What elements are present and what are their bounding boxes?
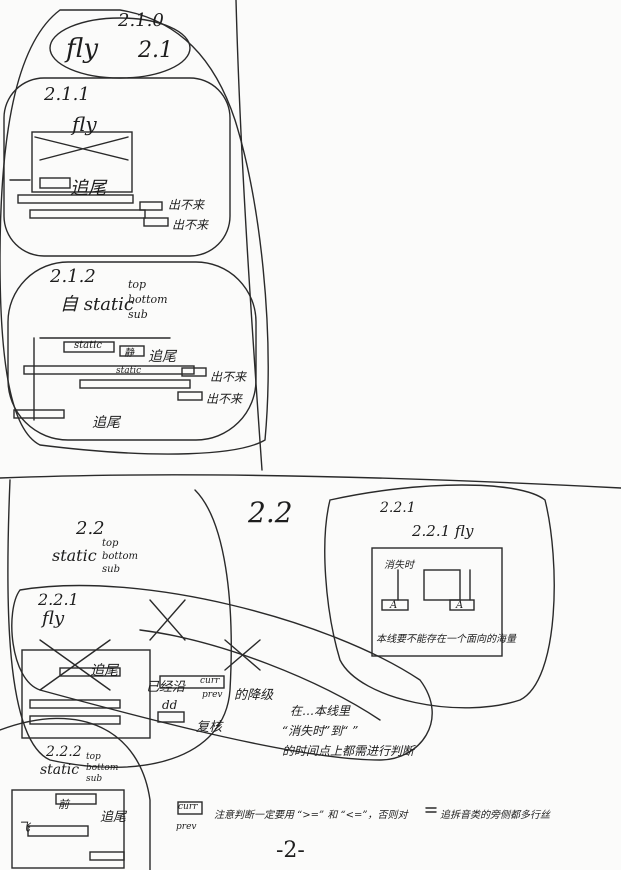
note-n3: 的时间点上都需进行判断: [282, 744, 415, 758]
sketch-22: [21, 649, 151, 739]
prev-221: prev: [202, 690, 223, 700]
box2-212: 静: [124, 348, 134, 359]
divider-line: [0, 474, 621, 489]
outer-loop: [0, 9, 269, 455]
dd-221: dd: [162, 698, 178, 712]
box1-212: static: [74, 340, 102, 351]
opt-212-2: sub: [128, 308, 148, 321]
opt-222-0: top: [86, 752, 101, 762]
note1b-221: 的降级: [234, 688, 274, 703]
l1-221: 消失时: [384, 560, 414, 571]
title-222: 2.2.2: [46, 744, 82, 760]
note-221: 本线要不能存在一个面向的海量: [376, 634, 516, 645]
sub-221: 2.2.1: [38, 590, 79, 609]
chase-211: 追尾: [70, 178, 106, 199]
l1-222: 前: [58, 798, 69, 811]
box-221: [371, 547, 503, 657]
opt-212-0: top: [128, 278, 147, 291]
loop-22: [7, 479, 232, 769]
l2-221: A: [390, 600, 398, 611]
title-22: 2.2: [76, 518, 105, 539]
title-212: 2.1.2: [50, 266, 96, 287]
sketch-rect: [31, 131, 133, 193]
title-221-loop: 2.2.1: [380, 500, 416, 516]
subtitle-211: fly: [72, 112, 97, 136]
out1-212: 出不来: [210, 370, 247, 384]
title2-221: 2.2.1 fly: [412, 522, 474, 540]
note-n2: “消失时”到“ ”: [282, 724, 359, 738]
opt-222-1: bottom: [86, 763, 119, 773]
curr-212: static: [116, 366, 142, 376]
loop-222: [0, 717, 151, 870]
label-212: 自 static: [60, 294, 134, 315]
curr-222: curr: [178, 802, 198, 812]
l3-221: A: [456, 600, 464, 611]
bottom-note: 注意判断一定要用 “>=” 和 “<=”，否则对: [214, 810, 408, 821]
title-210: 2.1.0: [118, 10, 164, 31]
box-211: [3, 77, 231, 257]
curr-221: curr: [200, 676, 220, 686]
alt-210: 2.1: [138, 38, 173, 63]
opt-22-2: sub: [102, 564, 120, 575]
chase-222: 追尾: [100, 810, 127, 825]
out2-211: 出不来: [172, 218, 209, 232]
label-22: static: [52, 546, 97, 565]
note-n1: 在…本线里: [290, 704, 351, 718]
chase2-212: 追尾: [92, 415, 120, 431]
out1-211: 出不来: [168, 198, 205, 212]
subtitle-221: fly: [42, 608, 65, 629]
divider-line: [235, 0, 263, 471]
note1-221: 已经沿: [146, 680, 186, 695]
chase1-212: 追尾: [148, 349, 176, 365]
prev-222: prev: [176, 822, 197, 832]
fly-222: 飞: [18, 820, 31, 834]
bottom-note2: 追拆音类的旁侧都多行丝: [440, 810, 550, 821]
diagonal-loop: [11, 584, 433, 761]
reuse-221: 复核: [196, 720, 223, 735]
loop-221: [324, 484, 555, 709]
title-211: 2.1.1: [44, 84, 90, 105]
page-number: -2-: [276, 838, 305, 863]
opt-22-1: bottom: [102, 551, 138, 562]
box-222: [11, 789, 125, 869]
opt-22-0: top: [102, 538, 119, 549]
out2-212: 出不来: [206, 392, 243, 406]
chase-221: 追尾: [90, 663, 118, 679]
subtitle-210: fly: [66, 34, 99, 64]
opt-212-1: bottom: [128, 293, 168, 306]
title-22-center: 2.2: [248, 496, 293, 529]
label-222: static: [40, 762, 80, 778]
box-212: [7, 261, 257, 441]
opt-222-2: sub: [86, 774, 103, 784]
